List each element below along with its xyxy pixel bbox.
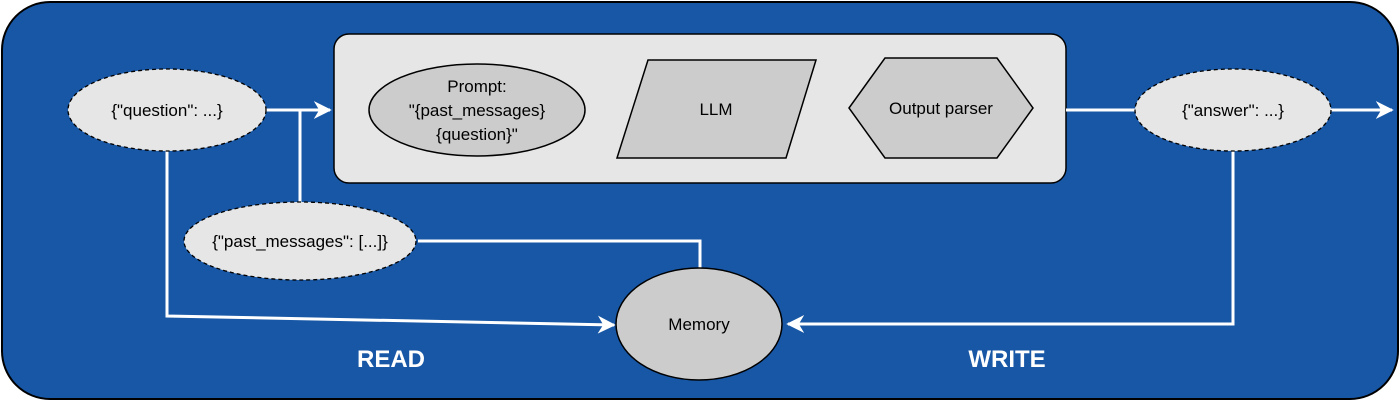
question-label: {"question": ...} [111,101,223,120]
prompt-node: Prompt: "{past_messages} {question}" [368,63,586,157]
prompt-line-3: {question}" [436,125,518,144]
answer-node: {"answer": ...} [1134,68,1332,152]
edge-memory-to-past-messages [418,239,702,268]
output-parser-label: Output parser [889,99,993,118]
past-messages-node: {"past_messages": [...]} [183,201,417,281]
llm-label: LLM [699,100,732,119]
write-label: WRITE [968,346,1045,373]
edge-answer-to-memory [786,150,1235,333]
memory-label: Memory [668,315,730,334]
answer-label: {"answer": ...} [1182,101,1284,120]
prompt-line-2: "{past_messages} [409,101,546,120]
question-node: {"question": ...} [67,68,267,152]
edge-question-to-memory [165,150,616,334]
llm-node: LLM [615,59,818,159]
prompt-line-1: Prompt: [447,77,507,96]
read-label: READ [357,346,425,373]
memory-node: Memory [615,267,783,381]
output-parser-node: Output parser [848,57,1034,159]
past-messages-label: {"past_messages": [...]} [212,232,388,251]
